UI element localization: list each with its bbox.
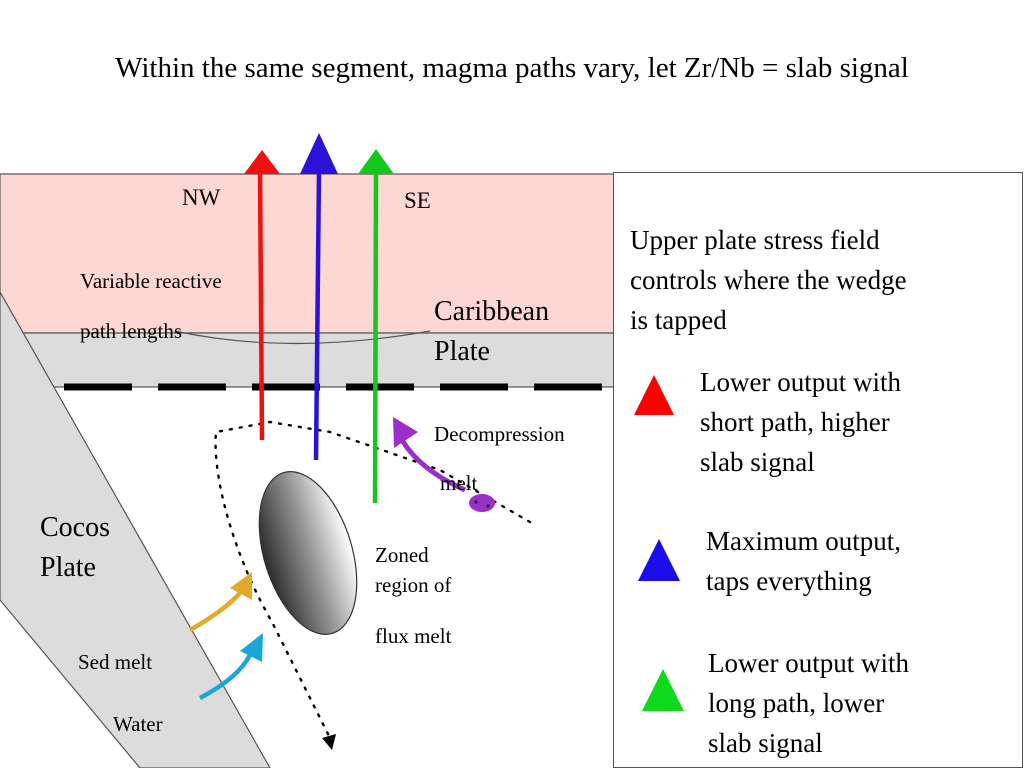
variable-reactive-label: Variable reactive (80, 269, 222, 293)
flux-melt-label: flux melt (375, 624, 452, 648)
caribbean-label: Caribbean (434, 296, 550, 327)
blue-magma-path (313, 169, 322, 461)
water-arrow (198, 653, 252, 700)
legend-intro-line-2: controls where the wedge (630, 265, 907, 295)
path-lengths-label: path lengths (80, 319, 183, 343)
water-label: Water (113, 712, 163, 736)
decompression-arrowhead (393, 417, 418, 448)
red-volcano-icon (244, 150, 280, 174)
slide-title: Within the same segment, magma paths var… (115, 52, 909, 84)
green-triangle-icon (642, 669, 684, 711)
water-arrowhead (240, 633, 263, 662)
legend-intro-line-1: Upper plate stress field (630, 225, 880, 255)
upper-plate (0, 173, 615, 334)
flow-arrowhead (322, 734, 336, 750)
melt-dot (486, 504, 490, 508)
cocos-label: Cocos (40, 512, 110, 543)
nw-label: NW (182, 185, 221, 210)
sed-melt-arrowhead (230, 572, 252, 600)
sed-melt-arrow (188, 591, 242, 632)
cocos-plate-label: Plate (40, 552, 96, 583)
legend-item-blue-line-1: Maximum output, (706, 526, 901, 556)
decompression-label: Decompression (434, 422, 565, 446)
red-magma-path (257, 171, 265, 441)
legend-item-green-line-1: Lower output with (708, 648, 909, 678)
cocos-slab (0, 290, 271, 768)
legend-panel: Upper plate stress field controls where … (613, 172, 1023, 768)
decompression-arrow (399, 438, 467, 493)
decompression-melt-blob (469, 494, 495, 512)
melt-label: melt (440, 471, 478, 495)
red-triangle-icon (634, 375, 674, 415)
legend-item-green-line-2: long path, lower (708, 688, 885, 718)
reactive-path-lens (174, 330, 431, 345)
zoned-label: Zoned (375, 543, 429, 567)
caribbean-plate-label: Plate (434, 336, 490, 367)
legend-item-green-line-3: slab signal (708, 728, 823, 758)
lower-crust-band (0, 332, 615, 388)
blue-triangle-icon (638, 539, 680, 581)
legend-item-blue-line-2: taps everything (706, 566, 872, 596)
region-of-label: region of (375, 573, 452, 597)
legend-item-red-line-2: short path, higher (700, 407, 890, 437)
melt-dot (474, 500, 478, 504)
legend-item-red-line-1: Lower output with (700, 367, 901, 397)
sed-melt-label: Sed melt (78, 650, 153, 674)
green-volcano-icon (358, 149, 394, 174)
green-magma-path (372, 171, 379, 504)
se-label: SE (404, 188, 431, 213)
legend-intro-line-3: is tapped (630, 305, 727, 335)
mantle-flow-dotted-line (214, 420, 532, 740)
legend-item-red-line-3: slab signal (700, 447, 815, 477)
zoned-melt-region (258, 471, 358, 635)
blue-volcano-icon (300, 133, 338, 174)
